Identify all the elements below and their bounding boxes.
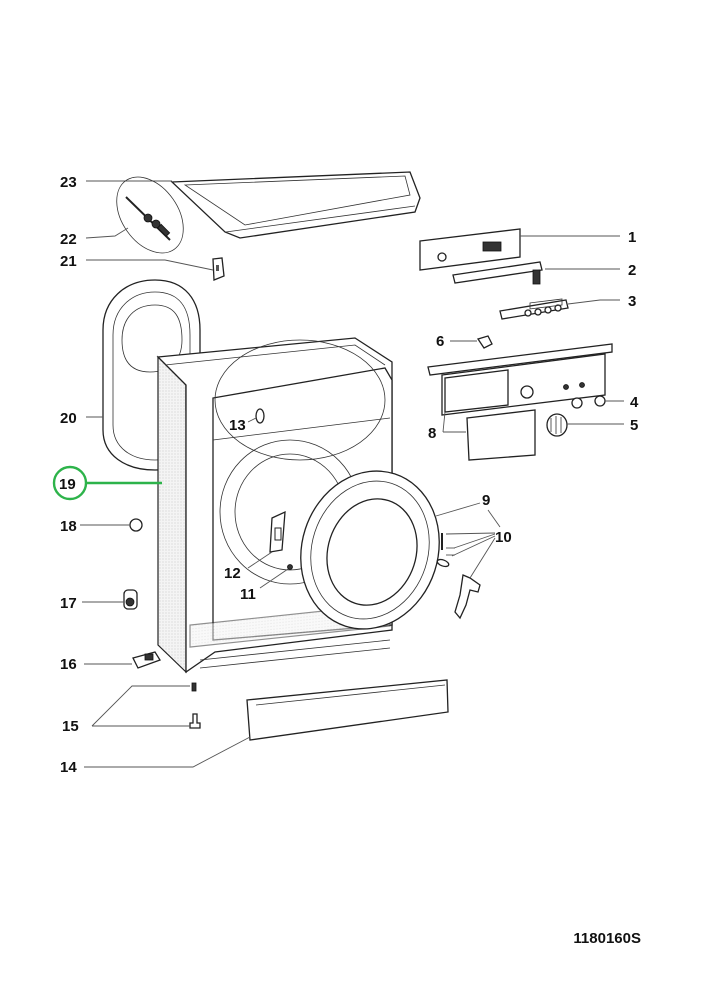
part-10-door-handle-kit[interactable]: [436, 533, 481, 620]
label-12[interactable]: 12: [224, 565, 241, 582]
leader-13: [247, 417, 257, 423]
label-13[interactable]: 13: [229, 417, 246, 434]
leader-21: [86, 259, 214, 271]
part-9-door[interactable]: [281, 453, 460, 647]
part-16-door-lock[interactable]: [132, 651, 161, 669]
label-15[interactable]: 15: [62, 718, 79, 735]
leader-15: [91, 685, 190, 727]
part-15-feet-and-spring[interactable]: [189, 682, 201, 729]
part-8-control-fascia[interactable]: [427, 298, 613, 461]
label-8[interactable]: 8: [428, 425, 436, 442]
part-23-worktop[interactable]: [170, 171, 421, 239]
label-1[interactable]: 1: [628, 229, 636, 246]
part-14-kickplate[interactable]: [246, 679, 449, 741]
leader-12: [247, 551, 273, 569]
part-22-screw-kit[interactable]: [103, 165, 197, 266]
label-3[interactable]: 3: [628, 293, 636, 310]
part-5-selector-knob[interactable]: [546, 413, 568, 437]
label-17[interactable]: 17: [60, 595, 77, 612]
leader-9: [435, 502, 481, 517]
label-9[interactable]: 9: [482, 492, 490, 509]
drawing-code: 1180160S: [573, 930, 641, 947]
part-21-bracket-clip[interactable]: [212, 257, 225, 281]
leader-14: [84, 736, 251, 768]
part-13-cabinet-clip[interactable]: [255, 408, 265, 424]
part-3-switch-assembly[interactable]: [499, 299, 569, 320]
part-11-hinge-screw[interactable]: [287, 564, 293, 570]
part-17-grommet[interactable]: [123, 589, 138, 610]
label-6[interactable]: 6: [436, 333, 444, 350]
part-19-highlight[interactable]: 19: [52, 465, 162, 501]
part-4-button-knobs[interactable]: [571, 395, 606, 409]
label-23[interactable]: 23: [60, 174, 77, 191]
leader-22: [85, 227, 129, 239]
label-20[interactable]: 20: [60, 410, 77, 427]
label-14[interactable]: 14: [60, 759, 77, 776]
leader-3: [567, 299, 620, 305]
label-16[interactable]: 16: [60, 656, 77, 673]
leader-8: [442, 411, 466, 433]
label-5[interactable]: 5: [630, 417, 638, 434]
leader-11: [259, 568, 289, 589]
label-21[interactable]: 21: [60, 253, 77, 270]
label-22[interactable]: 22: [60, 231, 77, 248]
part-2-connector-assembly[interactable]: [452, 261, 543, 285]
part-1-control-board[interactable]: [419, 228, 521, 271]
label-2[interactable]: 2: [628, 262, 636, 279]
label-18[interactable]: 18: [60, 518, 77, 535]
label-11[interactable]: 11: [240, 586, 256, 603]
leader-10: [445, 509, 501, 579]
part-18-bung-cap[interactable]: [129, 518, 143, 532]
part-6-shaft-adapter[interactable]: [476, 335, 493, 349]
label-4[interactable]: 4: [630, 394, 639, 411]
label-10[interactable]: 10: [495, 529, 512, 546]
part-12-door-hinge[interactable]: [269, 510, 286, 553]
label-19[interactable]: 19: [59, 476, 76, 493]
